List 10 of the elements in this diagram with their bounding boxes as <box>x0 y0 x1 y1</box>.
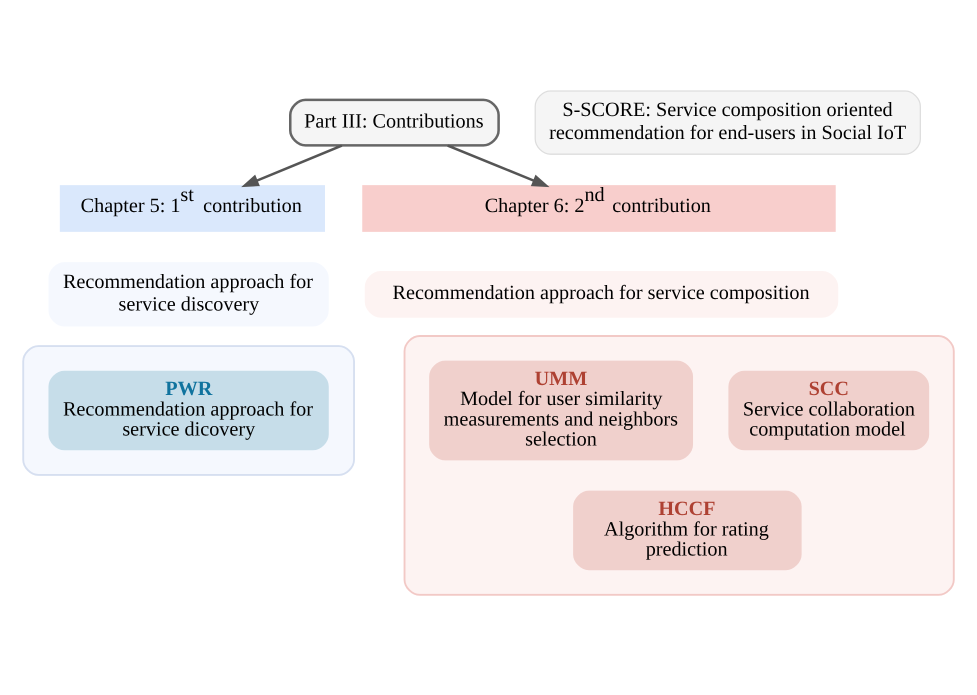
node-box: HCCF Algorithm for rating prediction <box>573 490 802 570</box>
node-box: PWR Recommendation approach for service dicovery <box>48 370 329 450</box>
node-box: UMM Model for user similarity measurements and neighbors selection <box>429 360 694 460</box>
node-box: SCC Service collaboration computation model <box>728 370 930 450</box>
cluster <box>404 334 955 596</box>
node-box: Part III: Contributions <box>289 98 500 146</box>
arrow <box>447 144 550 187</box>
node-box: S-SCORE: Service composition oriented recommendation for end-users in Social IoT <box>534 90 921 154</box>
arrow <box>241 144 342 187</box>
cluster <box>22 344 355 476</box>
